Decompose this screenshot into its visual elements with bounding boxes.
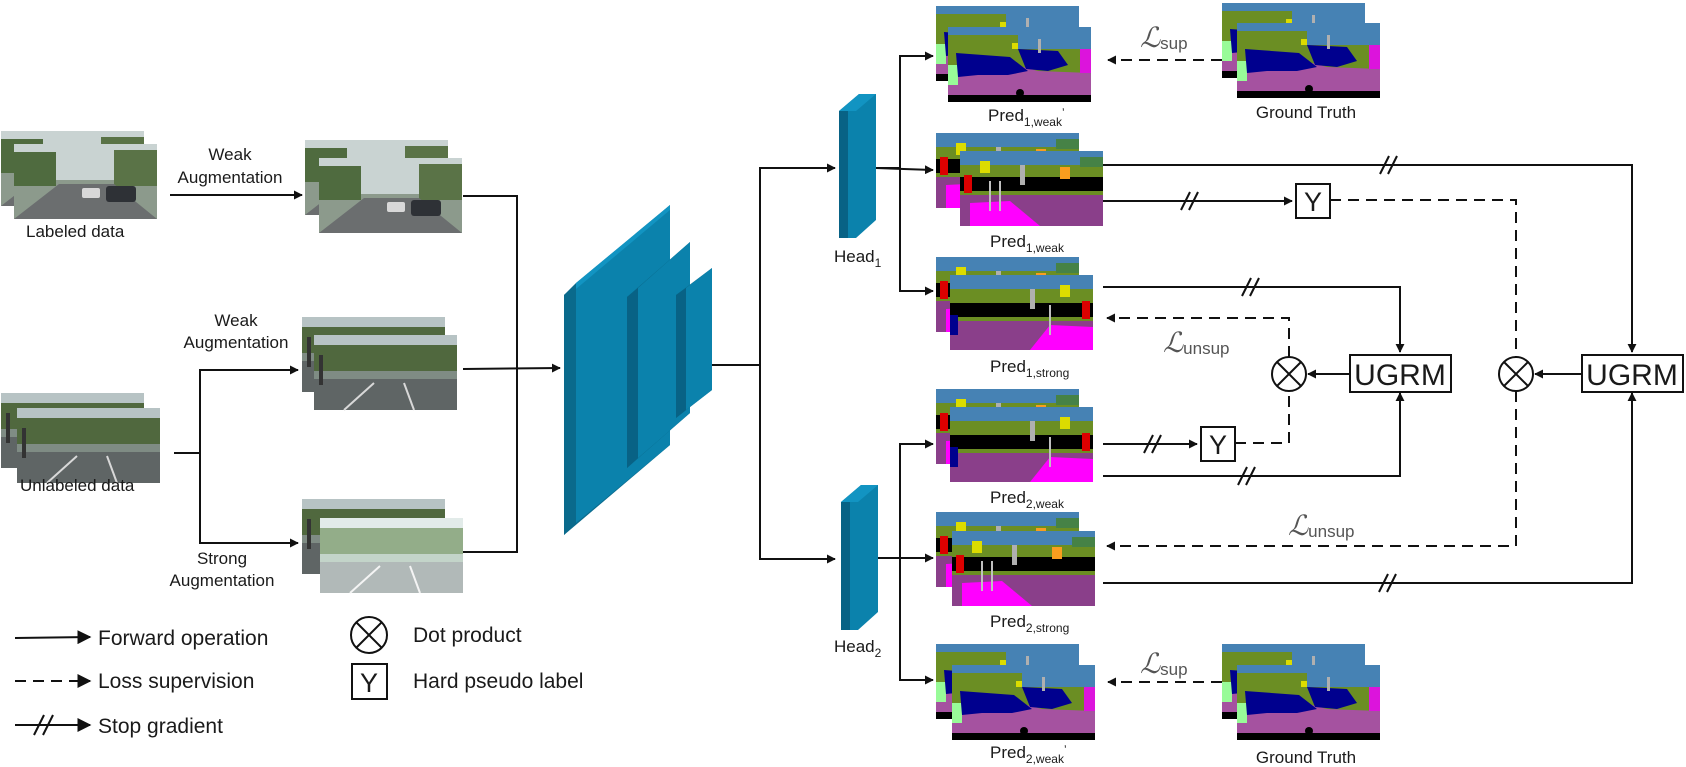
hard-label-symbol-2: Y	[1209, 430, 1227, 460]
pred-2-weak-label: Pred2,weak	[990, 488, 1065, 511]
hardlabel2-to-dot1-dashed	[1235, 391, 1290, 444]
labeled-data-image	[1, 131, 157, 219]
head2-to-pred4-arrow	[878, 439, 934, 559]
head1-to-pred3-arrow	[899, 168, 934, 296]
hard-label-symbol-1: Y	[1304, 187, 1322, 217]
head1-to-pred2-arrow	[875, 165, 934, 175]
legend-hard-label-box	[351, 663, 388, 700]
ugrm-label-1: UGRM	[1354, 359, 1446, 392]
into-network-arrow	[462, 363, 561, 373]
loss-sup-2: ℒsup	[1140, 647, 1188, 680]
loss-unsup-1: ℒunsup	[1163, 326, 1230, 359]
head-1-label: Head1	[834, 247, 882, 270]
unlabeled-weak-aug-image	[301, 316, 458, 411]
head-2-block	[841, 485, 878, 630]
pred-2-weak-prime-label: Pred2,weakʼ	[990, 743, 1067, 766]
legend-stop-gradient-label: Stop gradient	[98, 715, 223, 738]
weak-aug-label-3: Weak	[214, 311, 258, 330]
unlabeled-data-label: Unlabeled data	[20, 476, 135, 495]
loss-sup-1: ℒsup	[1140, 21, 1188, 54]
network-to-head2-arrow	[759, 365, 836, 564]
legend: Forward operation Loss supervision Stop …	[14, 616, 583, 738]
head2-to-pred6-arrow	[899, 558, 934, 685]
stop-gradient-mark-3	[1241, 277, 1260, 297]
weak-aug-label-2: Augmentation	[178, 168, 283, 187]
pred-1-weak-image	[935, 132, 1104, 227]
strong-aug-label-1: Strong	[197, 549, 247, 568]
ground-truth-2-label: Ground Truth	[1256, 748, 1356, 767]
hard-label-box-1	[1295, 183, 1331, 219]
legend-forward-label: Forward operation	[98, 627, 268, 650]
unsup-loss-2-arrow	[1106, 391, 1517, 551]
ground-truth-1-image	[1222, 3, 1380, 98]
ground-truth-2-image	[1222, 644, 1380, 740]
dot-product-2	[1498, 356, 1534, 392]
legend-forward-symbol	[14, 630, 92, 645]
hard-label-box-2	[1200, 426, 1236, 462]
legend-dot-product-symbol	[350, 616, 388, 654]
loss-unsup-2: ℒunsup	[1288, 509, 1355, 542]
pred2weak-to-ugrm1-arrow	[1103, 392, 1405, 477]
labeled-weak-aug-image	[305, 140, 462, 233]
unlabeled-strong-aug-image	[301, 498, 464, 594]
dot-product-1	[1271, 356, 1307, 392]
labeled-data-label: Labeled data	[26, 222, 125, 241]
unlabeled-data-image	[0, 392, 161, 484]
pred-1-weak-prime-image	[936, 6, 1091, 102]
strong-aug-label-2: Augmentation	[170, 571, 275, 590]
legend-stop-gradient-mark	[33, 714, 54, 736]
pred-2-strong-image	[935, 511, 1096, 607]
legend-hard-label-symbol: Y	[360, 668, 378, 698]
pred2strong-to-ugrm2-arrow	[1103, 392, 1637, 584]
unlabeled-to-strong-arrow	[199, 453, 299, 548]
merge-bracket	[463, 195, 518, 553]
weak-aug-label-1: Weak	[208, 145, 252, 164]
unsup-loss-1-arrow	[1106, 313, 1290, 357]
ugrm-box-1	[1349, 354, 1452, 393]
pred-2-weak-image	[935, 388, 1094, 483]
unlabeled-to-weak-arrow	[174, 365, 299, 454]
hardlabel1-to-dot2-dashed	[1330, 199, 1517, 357]
pred-1-weak-prime-label: Pred1,weakʼ	[988, 106, 1065, 129]
legend-hard-label-label: Hard pseudo label	[413, 670, 583, 693]
stop-gradient-mark-6	[1378, 573, 1397, 593]
backbone-network	[564, 205, 712, 535]
head-1-block	[839, 94, 876, 238]
head-2-label: Head2	[834, 637, 882, 660]
network-to-head1-arrow	[712, 163, 836, 366]
pred-1-weak-label: Pred1,weak	[990, 232, 1065, 255]
stop-gradient-mark-5	[1237, 466, 1256, 486]
pred-2-strong-label: Pred2,strong	[990, 612, 1069, 635]
weak-aug-label-4: Augmentation	[184, 333, 289, 352]
legend-loss-label: Loss supervision	[98, 670, 254, 693]
stop-gradient-mark-2	[1180, 191, 1199, 211]
stop-gradient-mark-1	[1379, 155, 1398, 175]
pred-1-strong-label: Pred1,strong	[990, 357, 1069, 380]
ground-truth-1-label: Ground Truth	[1256, 103, 1356, 122]
pred1weak-to-ugrm2-arrow	[1103, 164, 1637, 353]
stop-gradient-mark-4	[1143, 434, 1162, 454]
head1-to-pred1-arrow	[876, 51, 934, 169]
legend-dot-product-label: Dot product	[413, 624, 522, 647]
pred1strong-to-ugrm1-arrow	[1103, 286, 1405, 353]
pred-2-weak-prime-image	[936, 644, 1095, 740]
ugrm-label-2: UGRM	[1586, 359, 1678, 392]
pred-1-strong-image	[935, 256, 1094, 351]
